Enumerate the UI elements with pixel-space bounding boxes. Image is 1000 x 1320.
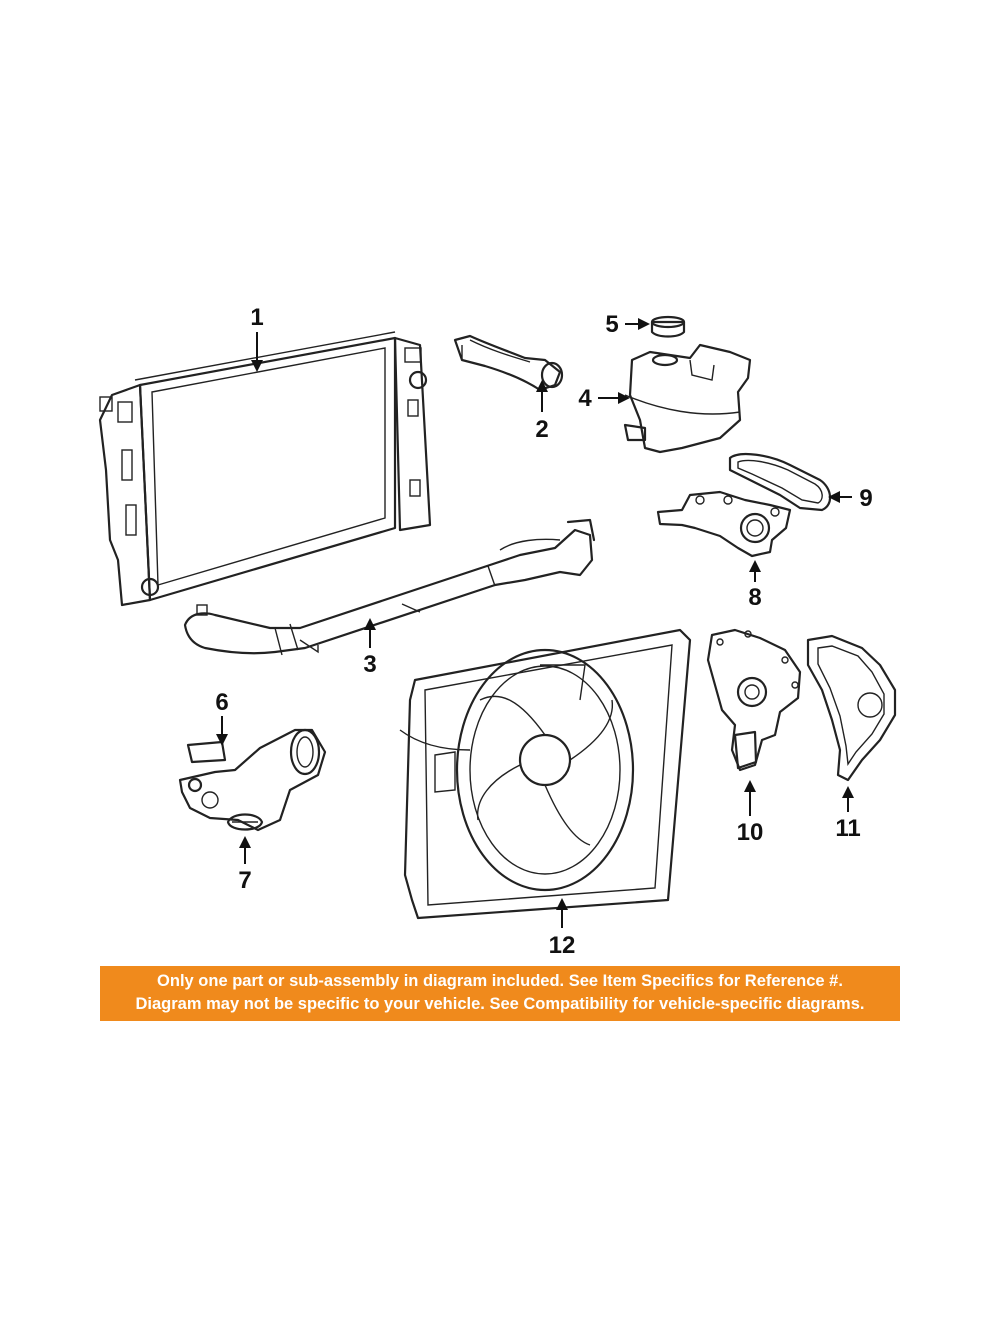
callout-number: 11 [835, 815, 860, 842]
callout-number: 4 [578, 385, 592, 412]
callout-3: 3 [363, 618, 377, 678]
banner-line-2: Diagram may not be specific to your vehi… [135, 995, 865, 1013]
outlet-gasket-icon [728, 452, 832, 512]
thermostat-housing-icon [178, 728, 327, 832]
callout-number: 2 [535, 416, 548, 443]
callout-6: 6 [215, 689, 229, 746]
lower-hose-icon [183, 518, 596, 656]
callout-number: 3 [363, 651, 376, 678]
callout-number: 6 [215, 689, 228, 716]
callout-7: 7 [238, 836, 252, 894]
callout-11: 11 [835, 786, 861, 842]
callout-9: 9 [828, 485, 873, 512]
banner-line-1: Only one part or sub-assembly in diagram… [157, 972, 843, 990]
callout-number: 5 [605, 311, 618, 338]
callout-12: 12 [549, 898, 576, 959]
callout-2: 2 [535, 380, 549, 443]
disclaimer-banner: Only one part or sub-assembly in diagram… [100, 966, 900, 1021]
callout-10: 10 [737, 780, 764, 846]
callout-number: 7 [238, 867, 251, 894]
water-outlet-icon [656, 490, 792, 558]
coolant-reservoir-icon [623, 343, 752, 454]
pump-gasket-icon [806, 634, 897, 782]
callout-number: 1 [250, 304, 263, 331]
callout-4: 4 [578, 385, 630, 412]
water-pump-icon [706, 628, 802, 772]
fan-assembly-icon [399, 628, 692, 920]
upper-hose-icon [453, 334, 564, 392]
callout-number: 10 [737, 819, 764, 846]
callout-number: 12 [549, 932, 576, 959]
callout-number: 9 [859, 485, 872, 512]
callout-1: 1 [250, 304, 264, 372]
callout-number: 8 [748, 584, 761, 611]
radiator-icon [98, 331, 432, 607]
thermostat-icon [226, 813, 264, 831]
callout-8: 8 [748, 560, 762, 611]
reservoir-cap-icon [650, 315, 686, 338]
callout-5: 5 [605, 311, 650, 338]
